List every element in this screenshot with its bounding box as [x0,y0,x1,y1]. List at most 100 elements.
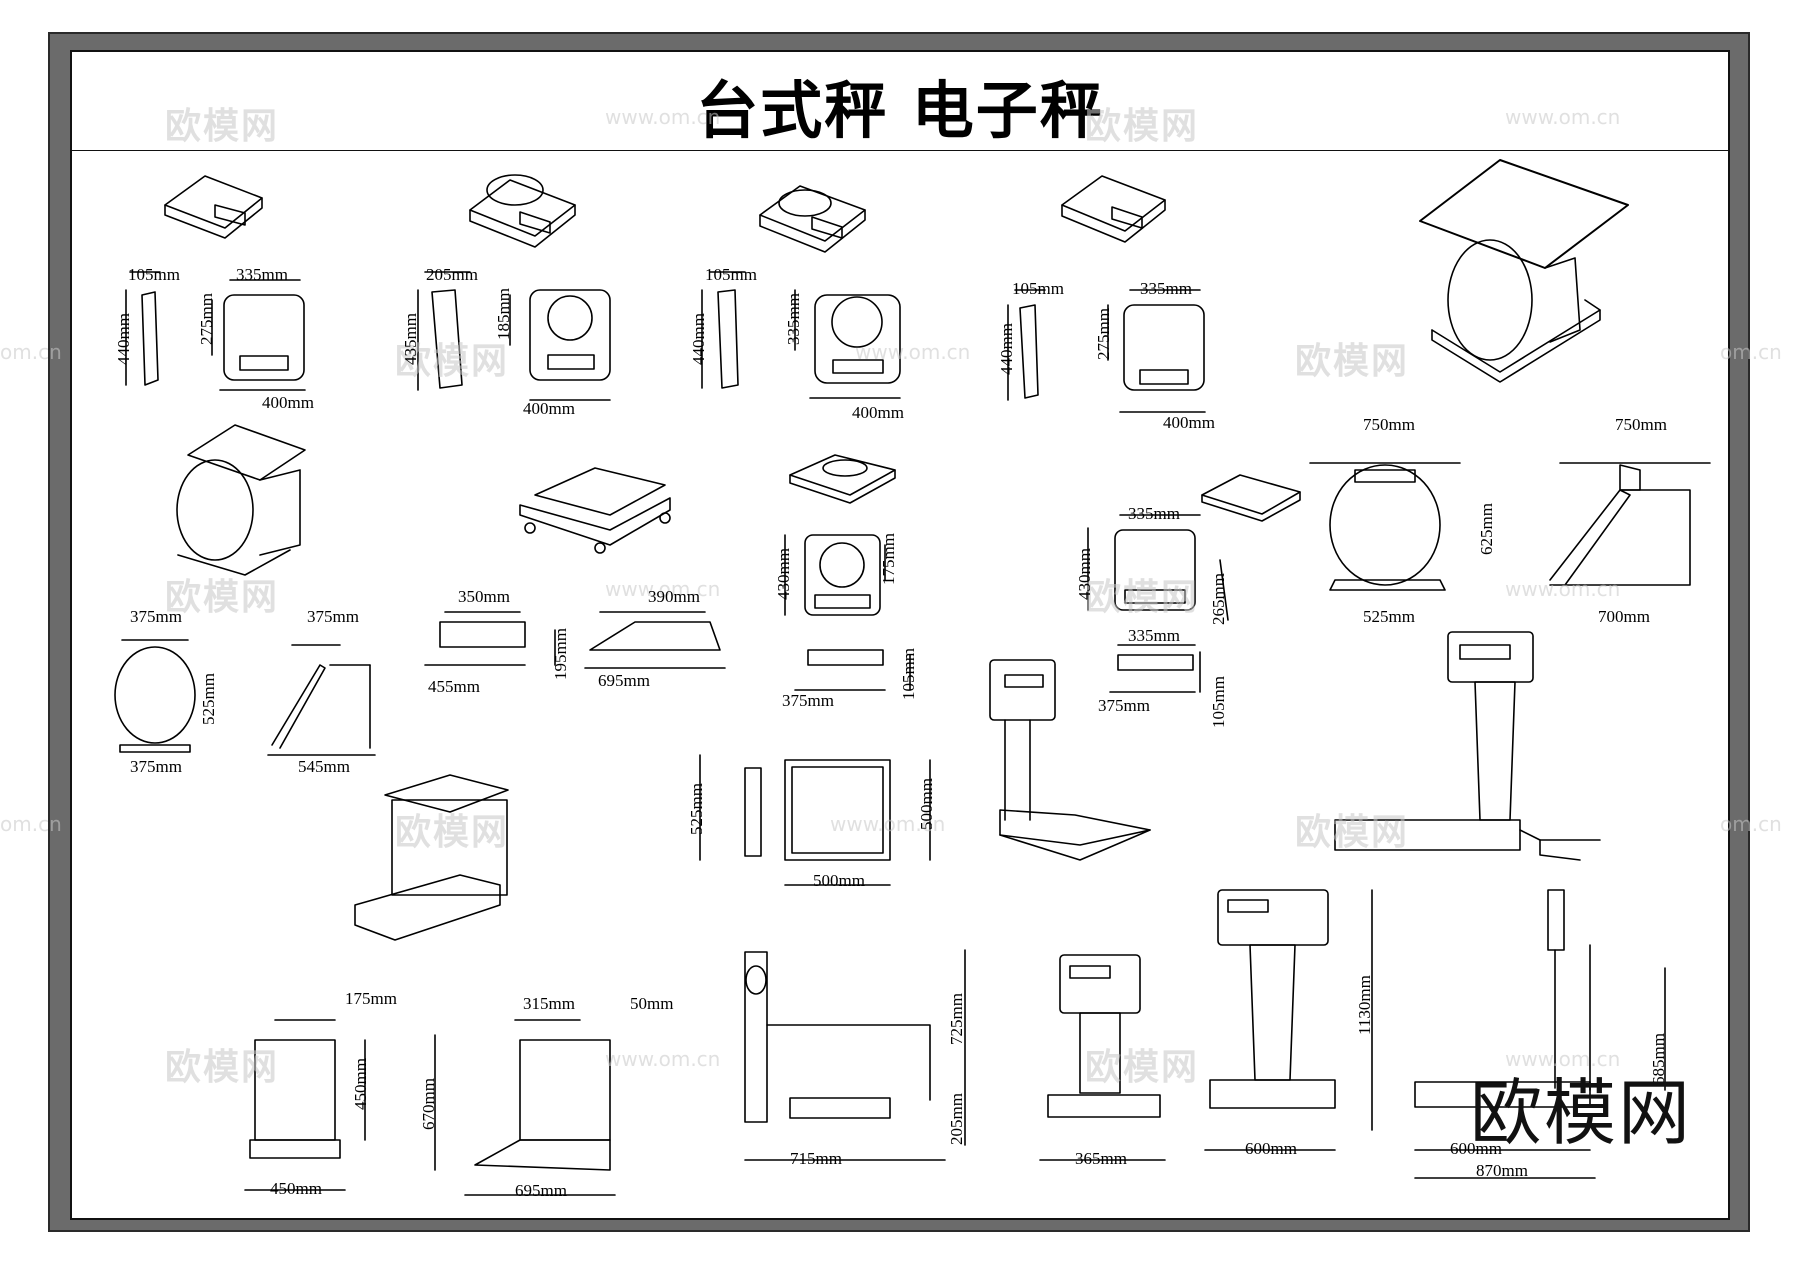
dimension-label: 600mm [1245,1139,1297,1158]
dimension-label: 375mm [782,691,834,710]
dimension-label: 695mm [598,671,650,690]
dimension-label: 375mm [307,607,359,626]
indicator-platform-iso [989,659,1151,861]
dimension-label: 400mm [523,399,575,418]
dimension-label: 600mm [1450,1139,1502,1158]
dimension-label: 455mm [428,677,480,696]
balance-iso-1 [164,175,263,239]
dimension-label-vertical: 440mm [689,313,708,365]
cabinet-balance-side [434,1019,616,1196]
dimension-label: 715mm [790,1149,842,1168]
balance-side-3 [701,271,746,389]
dimension-label: 400mm [262,393,314,412]
dimension-label-vertical: 335mm [784,293,803,345]
bench-scale-side [584,611,726,669]
cabinet-balance-front [244,1019,366,1191]
dial-scale-small-iso [176,424,306,576]
dimension-label: 365mm [1075,1149,1127,1168]
dimension-label: 750mm [1363,415,1415,434]
dimension-label-vertical: 450mm [351,1058,370,1110]
balance-side-4 [1007,289,1046,401]
dimension-label: 400mm [852,403,904,422]
dimension-label-vertical: 525mm [687,783,706,835]
dimension-label: 205mm [426,265,478,284]
dimension-label-vertical: 205mm [947,1093,966,1145]
dimension-label: 375mm [130,607,182,626]
balance-front-2 [509,289,611,401]
balance-front-3 [794,289,901,399]
dimension-label: 375mm [1098,696,1150,715]
column-scale-iso [1334,631,1601,861]
platform-top-view [699,754,931,886]
balance-front-1 [211,279,306,391]
dimension-label-vertical: 525mm [199,673,218,725]
dimension-label-vertical: 105mm [899,648,918,700]
dimension-label-vertical: 195mm [551,628,570,680]
dimension-label: 335mm [1128,626,1180,645]
dimension-label: 105mm [128,265,180,284]
dimension-label: 700mm [1598,607,1650,626]
floor-scale-side [744,949,966,1161]
dimension-label: 500mm [813,871,865,890]
dimension-label-vertical: 435mm [401,313,420,365]
dial-scale-large-side [1549,462,1711,586]
dimension-label: 175mm [345,989,397,1008]
balance-side-2 [417,271,471,391]
balance-iso-2 [469,174,576,248]
round-balance-side [794,649,911,691]
dimension-label-vertical: 275mm [1094,308,1113,360]
indicator-column-front [1039,954,1166,1161]
dial-scale-large-front [1309,462,1461,591]
dimension-label-vertical: 625mm [1477,503,1496,555]
dimension-label: 525mm [1363,607,1415,626]
brand-logo: 欧模网 [1469,1071,1692,1155]
dimension-label-vertical: 440mm [114,313,133,365]
balance-iso-3 [759,185,866,253]
dimension-label-vertical: 430mm [774,548,793,600]
rect-balance-front [1087,514,1229,621]
round-balance-iso [789,454,896,504]
round-balance-front [784,534,886,616]
dimension-label: 695mm [515,1181,567,1200]
dimension-label-vertical: 275mm [197,293,216,345]
dimension-label-vertical: 105mm [1209,676,1228,728]
dimension-label-vertical: 175mm [879,533,898,585]
dimension-label: 105mm [705,265,757,284]
dimension-label: 545mm [298,757,350,776]
dimension-label-vertical: 725mm [947,993,966,1045]
dimension-label-vertical: 500mm [917,778,936,830]
bench-scale-front [424,611,556,666]
dimension-label: 450mm [270,1179,322,1198]
dimension-label: 375mm [130,757,182,776]
rect-balance-side [1109,644,1201,693]
dimension-label: 400mm [1163,413,1215,432]
dimension-label: 335mm [1128,504,1180,523]
dimension-label: 105mm [1012,279,1064,298]
dimension-label-vertical: 265mm [1209,573,1228,625]
dimension-label: 390mm [648,587,700,606]
sheet-title: 台式秤 电子秤 [696,74,1104,147]
dimension-label: 350mm [458,587,510,606]
dimension-label-vertical: 1130mm [1355,975,1374,1035]
dimension-label: 50mm [630,994,674,1013]
dimension-label-vertical: 440mm [997,323,1016,375]
dimension-label: 335mm [236,265,288,284]
dimension-label-vertical: 430mm [1075,548,1094,600]
balance-front-4 [1107,289,1206,413]
dimension-label-vertical: 670mm [419,1078,438,1130]
balance-iso-4 [1061,175,1166,243]
dial-scale-small-side [267,644,376,756]
dial-scale-small-front [114,639,196,753]
dimension-label: 870mm [1476,1161,1528,1180]
title-divider [70,150,1730,151]
bench-scale-iso [519,467,671,554]
dimension-label: 315mm [523,994,575,1013]
dimension-label: 750mm [1615,415,1667,434]
dial-scale-large-iso [1419,159,1629,383]
dimension-label-vertical: 185mm [494,288,513,340]
cabinet-balance-iso [354,774,509,941]
balance-side-1 [125,271,161,386]
rect-balance-iso [1201,474,1301,522]
